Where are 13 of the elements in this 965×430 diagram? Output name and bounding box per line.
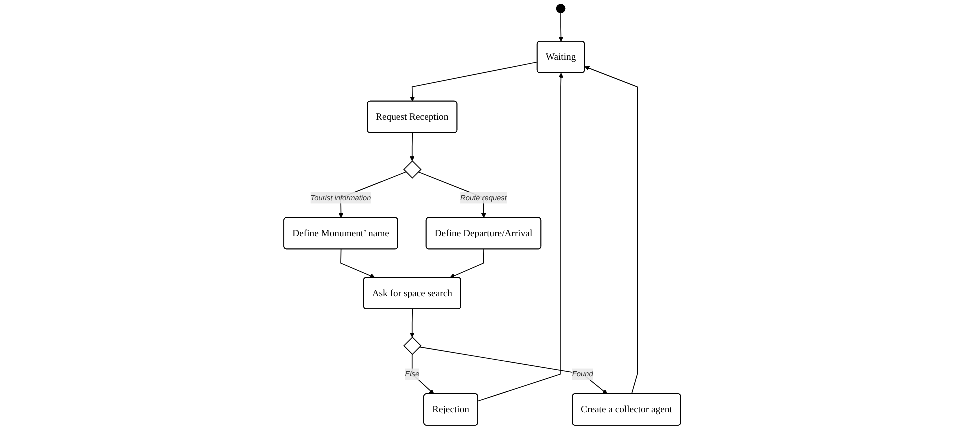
- arrow: [584, 66, 638, 395]
- arrow: [340, 249, 376, 278]
- arrow: [558, 12, 564, 42]
- node-diamond: [404, 160, 422, 179]
- arrow: [419, 346, 608, 394]
- arrow: [478, 73, 564, 402]
- arrow: [410, 308, 415, 338]
- arrow: [410, 62, 538, 102]
- node-diamond: [404, 336, 422, 356]
- arrow: [450, 249, 484, 278]
- node-circle: [556, 4, 566, 14]
- arrow: [412, 354, 434, 394]
- arrow: [410, 132, 415, 162]
